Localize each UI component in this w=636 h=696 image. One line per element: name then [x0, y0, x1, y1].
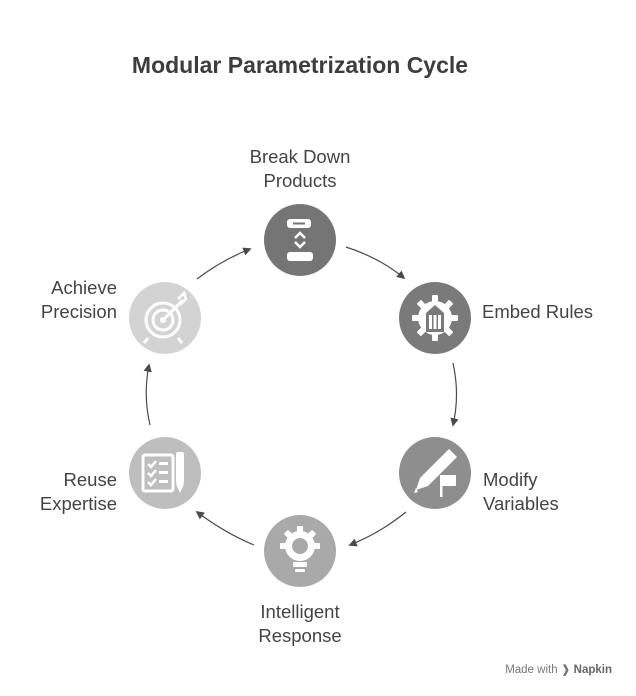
node-intelligent-response	[264, 515, 336, 587]
module-stack-icon	[287, 219, 313, 261]
arrow-modify-to-response	[348, 511, 407, 547]
label-break-down-products: Break Down Products	[249, 146, 351, 191]
arrow-embed-to-modify	[450, 362, 459, 427]
arrow-reuse-to-achieve	[143, 363, 152, 426]
arrow-achieve-to-break	[196, 247, 252, 280]
node-modify-variables	[399, 437, 471, 509]
node-achieve-precision	[129, 282, 201, 354]
pencil-flag-icon	[414, 449, 457, 497]
node-reuse-expertise	[129, 437, 201, 509]
cycle-arrows	[143, 246, 459, 547]
arrow-break-to-embed	[345, 246, 406, 280]
lightbulb-gear-icon	[280, 526, 320, 572]
label-achieve-precision: Achieve Precision	[40, 277, 117, 322]
label-reuse-expertise: Reuse Expertise	[39, 469, 117, 514]
node-break-down-products	[264, 204, 336, 276]
arrow-response-to-reuse	[195, 510, 255, 546]
made-with-footer: Made with ❱ Napkin	[505, 664, 612, 676]
diagram-title: Modular Parametrization Cycle	[131, 52, 469, 78]
node-embed-rules	[399, 282, 471, 354]
label-embed-rules: Embed Rules	[482, 301, 594, 322]
label-modify-variables: Modify Variables	[483, 469, 559, 514]
napkin-logo-icon: ❱	[560, 664, 571, 676]
label-intelligent-response: Intelligent Response	[258, 601, 342, 646]
gear-building-icon	[412, 295, 458, 341]
target-icon	[142, 290, 188, 344]
checklist-icon	[141, 452, 184, 493]
